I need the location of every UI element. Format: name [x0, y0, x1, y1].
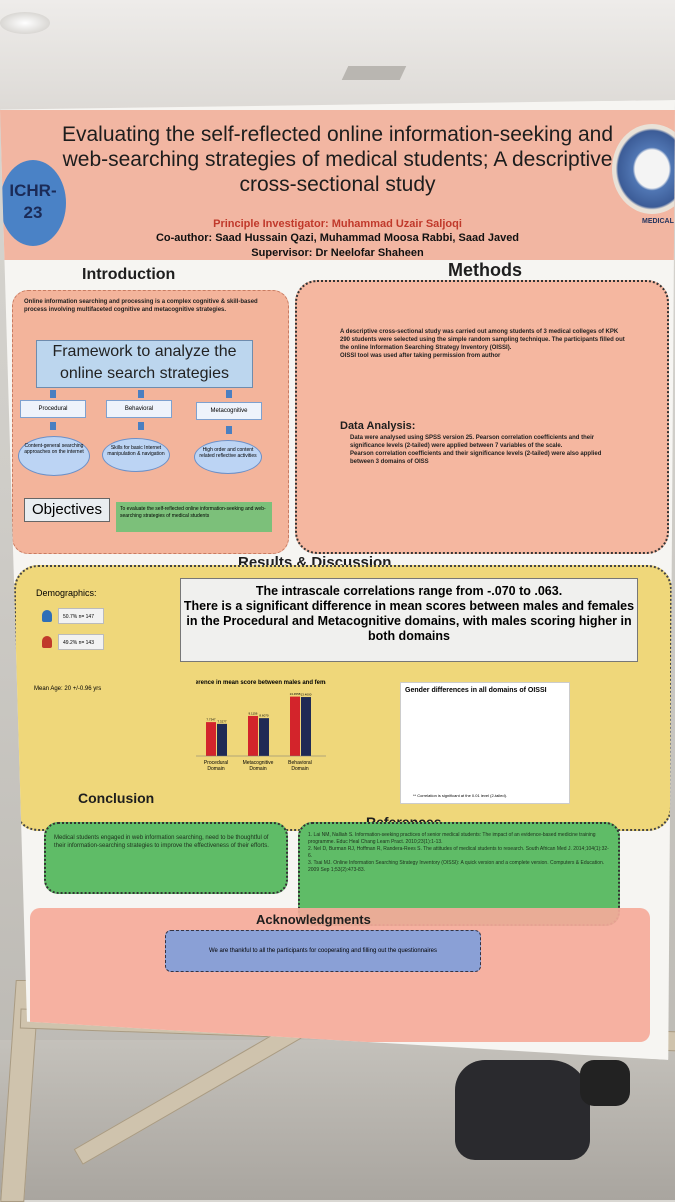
mean-age: Mean Age: 20 +/-0.96 yrs	[34, 686, 102, 692]
coauthors: Co-author: Saad Hussain Qazi, Muhammad M…	[155, 232, 520, 244]
ceiling-vent	[341, 66, 407, 80]
chart-category-label: Domain	[207, 766, 224, 772]
acknowledgments-heading: Acknowledgments	[256, 912, 371, 927]
chart-category-label: Behavioral	[288, 760, 312, 766]
demographics-label: Demographics:	[36, 588, 97, 598]
procedural-desc: Content-general searching approaches on …	[18, 436, 90, 476]
conference-badge: ICHR- 23	[0, 160, 66, 246]
chart-bar	[290, 696, 300, 756]
chart-bar	[217, 723, 227, 756]
acknowledgments-band	[30, 908, 650, 1042]
arrow-icon	[50, 390, 56, 398]
chart-category-label: Domain	[249, 766, 266, 772]
supervisor: Supervisor: Dr Neelofar Shaheen	[251, 247, 424, 259]
male-icon	[42, 610, 52, 622]
male-stat: 50.7% n= 147	[58, 608, 104, 624]
female-icon	[42, 636, 52, 648]
methods-panel	[295, 280, 669, 554]
conclusion-text: Medical students engaged in web informat…	[44, 822, 288, 894]
chart-data-label: 7.7347	[206, 718, 216, 722]
chart-data-label: 8.6070	[259, 714, 269, 718]
poster-title: Evaluating the self-reflected online inf…	[62, 123, 613, 196]
arrow-icon	[226, 390, 232, 398]
methods-text: A descriptive cross-sectional study was …	[340, 329, 625, 359]
arrow-icon	[50, 422, 56, 430]
behavioral-desc: Skills for basic Internet manipulation &…	[102, 438, 170, 472]
introduction-text: Online information searching and process…	[24, 299, 258, 313]
introduction-heading: Introduction	[82, 266, 176, 283]
chart-bar	[248, 715, 258, 756]
chart-title: Difference in mean score between males a…	[196, 680, 326, 686]
metacognitive-desc: High order and content related reflectiv…	[194, 440, 262, 474]
acknowledgments-text: We are thankful to all the participants …	[165, 930, 481, 972]
visitor-shoe-2	[580, 1060, 630, 1106]
arrow-icon	[138, 422, 144, 430]
arrow-icon	[226, 426, 232, 434]
chart-data-label: 7.3277	[217, 719, 227, 723]
data-analysis-heading: Data Analysis:	[340, 420, 416, 432]
arrow-icon	[138, 390, 144, 398]
objectives-label: Objectives	[24, 498, 110, 522]
chart-category-label: Domain	[291, 766, 308, 772]
chart-category-label: Procedural	[204, 760, 228, 766]
table-footer: ** Correlation is significant at the 0.0…	[413, 793, 508, 798]
chart-category-label: Metacognitive	[243, 760, 274, 766]
gender-bar-chart: Difference in mean score between males a…	[196, 680, 326, 772]
poster-board: ICHR- 23 MEDICAL Evaluating the self-ref…	[0, 100, 675, 1060]
chart-bar	[301, 697, 311, 756]
table-title: Gender differences in all domains of OIS…	[405, 687, 547, 694]
visitor-shoe	[455, 1060, 590, 1160]
category-procedural: Procedural	[20, 400, 86, 418]
key-finding: The intrascale correlations range from -…	[180, 578, 638, 662]
gender-differences-table: Gender differences in all domains of OIS…	[400, 682, 570, 804]
poster-header: ICHR- 23 MEDICAL Evaluating the self-ref…	[0, 110, 675, 260]
chart-bar	[206, 722, 216, 756]
chart-bar	[259, 718, 269, 756]
female-stat: 49.2% n= 143	[58, 634, 104, 650]
framework-title: Framework to analyze the online search s…	[36, 340, 253, 388]
ceiling-light	[0, 12, 50, 34]
chart-data-label: 13.4558	[290, 692, 301, 696]
ceiling	[0, 0, 675, 110]
data-analysis-text: Data were analysed using SPSS version 25…	[350, 435, 602, 465]
category-behavioral: Behavioral	[106, 400, 172, 418]
category-metacognitive: Metacognitive	[196, 402, 262, 420]
objectives-text: To evaluate the self-reflected online in…	[116, 502, 272, 532]
college-logo: MEDICAL	[612, 124, 675, 225]
logo-text: MEDICAL	[642, 218, 674, 225]
principal-investigator: Principle Investigator: Muhammad Uzair S…	[213, 218, 462, 230]
methods-heading: Methods	[448, 260, 522, 280]
chart-data-label: 9.1156	[249, 711, 258, 715]
conclusion-heading: Conclusion	[78, 790, 155, 806]
chart-data-label: 13.4000	[301, 693, 312, 697]
